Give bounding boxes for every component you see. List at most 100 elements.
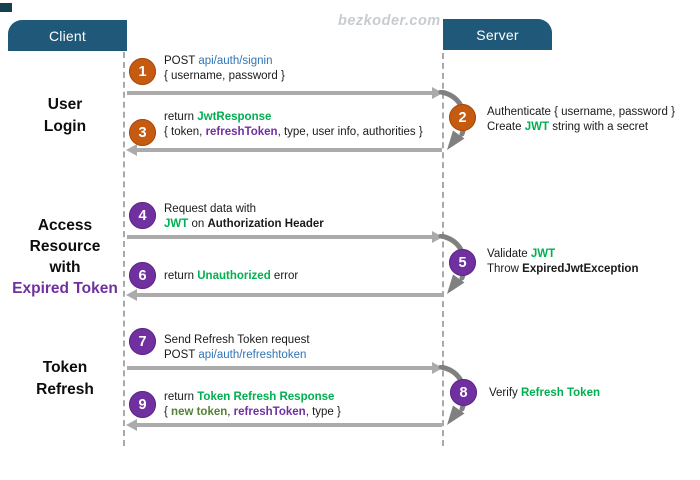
message-line: Request data with — [164, 202, 324, 217]
text-segment: Throw — [487, 263, 523, 275]
text-segment: on — [188, 218, 208, 230]
watermark-text: bezkoder.com — [338, 13, 441, 29]
text-segment: Validate — [487, 248, 531, 260]
message-line: JWT on Authorization Header — [164, 217, 324, 232]
step-badge-8: 8 — [450, 379, 477, 406]
corner-accent-rect — [0, 3, 12, 12]
text-segment: , type } — [305, 406, 341, 418]
server-lifeline — [442, 53, 444, 446]
arrow-request-data — [127, 235, 432, 239]
section-title-line: Resource — [29, 238, 101, 255]
api-path-text: api/auth/signin — [198, 55, 273, 67]
message-step-3: return JwtResponse { token, refreshToken… — [164, 110, 423, 140]
step-badge-1: 1 — [129, 58, 156, 85]
step-badge-5: 5 — [449, 249, 476, 276]
text-segment: error — [270, 270, 299, 282]
text-segment: Create — [487, 121, 525, 133]
message-line: Authenticate { username, password } — [487, 105, 675, 120]
jwt-keyword-text: JWT — [530, 248, 556, 260]
text-segment: Request data with — [164, 203, 257, 215]
message-step-1: POST api/auth/signin { username, passwor… — [164, 54, 285, 84]
arrowhead-left-icon — [126, 289, 137, 301]
refresh-token-text: refreshToken — [205, 126, 278, 138]
token-refresh-response-text: Token Refresh Response — [197, 391, 335, 403]
text-segment: Authenticate { username, password } — [487, 106, 675, 118]
text-segment: string with a secret — [549, 121, 649, 133]
api-path-text: api/auth/refreshtoken — [198, 349, 307, 361]
arrowhead-right-icon — [432, 362, 443, 374]
text-segment: return — [164, 270, 198, 282]
arrow-signin-request — [127, 91, 432, 95]
server-actor-box: Server — [443, 19, 552, 50]
message-line: POST api/auth/refreshtoken — [164, 348, 310, 363]
message-line: { new token, refreshToken, type } — [164, 405, 341, 420]
unauthorized-text: Unauthorized — [197, 270, 271, 282]
jwt-keyword-text: JWT — [164, 218, 189, 230]
message-step-8: Verify Refresh Token — [489, 386, 600, 401]
message-line: return Unauthorized error — [164, 269, 298, 284]
message-step-9: return Token Refresh Response { new toke… — [164, 390, 341, 420]
message-line: { username, password } — [164, 69, 285, 84]
text-segment: Verify — [489, 387, 521, 399]
message-line: Throw ExpiredJwtException — [487, 262, 638, 277]
step-badge-6: 6 — [129, 262, 156, 289]
message-step-6: return Unauthorized error — [164, 269, 298, 284]
text-segment: POST — [164, 349, 199, 361]
text-segment: Send Refresh Token request — [164, 334, 310, 346]
message-step-2: Authenticate { username, password } Crea… — [487, 105, 675, 135]
new-token-text: new token — [171, 406, 228, 418]
message-line: POST api/auth/signin — [164, 54, 285, 69]
step-badge-3: 3 — [129, 119, 156, 146]
message-line: Verify Refresh Token — [489, 386, 600, 401]
section-title-line: Access — [37, 217, 93, 234]
section-title-line-expired-token: Expired Token — [12, 280, 118, 297]
arrowhead-left-icon — [126, 419, 137, 431]
arrow-refresh-request — [127, 366, 432, 370]
client-actor-label: Client — [49, 27, 86, 44]
client-lifeline — [123, 52, 125, 446]
text-segment: { username, password } — [164, 70, 285, 82]
arrow-signin-response — [137, 148, 442, 152]
text-segment: return — [164, 391, 198, 403]
message-line: Send Refresh Token request — [164, 333, 310, 348]
step-badge-4: 4 — [129, 202, 156, 229]
jwt-response-text: JwtResponse — [197, 111, 272, 123]
text-segment: POST — [164, 55, 199, 67]
section-title-access-resource: Access Resource with Expired Token — [0, 215, 130, 299]
arrow-refresh-response — [137, 423, 442, 427]
message-step-4: Request data with JWT on Authorization H… — [164, 202, 324, 232]
text-segment: { — [164, 406, 172, 418]
section-title-token-refresh: Token Refresh — [0, 357, 130, 401]
arrowhead-left-icon — [126, 144, 137, 156]
section-title-line: Login — [43, 118, 87, 135]
expired-jwt-exception-text: ExpiredJwtException — [522, 263, 639, 275]
arrowhead-right-icon — [432, 231, 443, 243]
text-segment: , — [227, 406, 234, 418]
refresh-token-text: refreshToken — [233, 406, 306, 418]
section-title-line: User — [47, 96, 83, 113]
section-title-user-login: User Login — [0, 94, 130, 138]
server-actor-label: Server — [476, 26, 519, 43]
message-line: return JwtResponse — [164, 110, 423, 125]
client-actor-box: Client — [8, 20, 127, 51]
text-segment: return — [164, 111, 198, 123]
arrow-unauthorized-response — [137, 293, 442, 297]
section-title-line: Refresh — [36, 381, 94, 398]
step-badge-9: 9 — [129, 391, 156, 418]
jwt-keyword-text: JWT — [524, 121, 549, 133]
message-step-7: Send Refresh Token request POST api/auth… — [164, 333, 310, 363]
step-badge-7: 7 — [129, 328, 156, 355]
refresh-token-keyword-text: Refresh Token — [520, 387, 600, 399]
message-line: return Token Refresh Response — [164, 390, 341, 405]
text-segment: { token, — [164, 126, 206, 138]
message-line: { token, refreshToken, type, user info, … — [164, 125, 423, 140]
section-title-line: with — [49, 259, 81, 276]
step-badge-2: 2 — [449, 104, 476, 131]
message-line: Create JWT string with a secret — [487, 120, 675, 135]
message-step-5: Validate JWT Throw ExpiredJwtException — [487, 247, 638, 277]
arrowhead-right-icon — [432, 87, 443, 99]
text-segment: , type, user info, authorities } — [277, 126, 423, 138]
section-title-line: Token — [42, 359, 88, 376]
message-line: Validate JWT — [487, 247, 638, 262]
